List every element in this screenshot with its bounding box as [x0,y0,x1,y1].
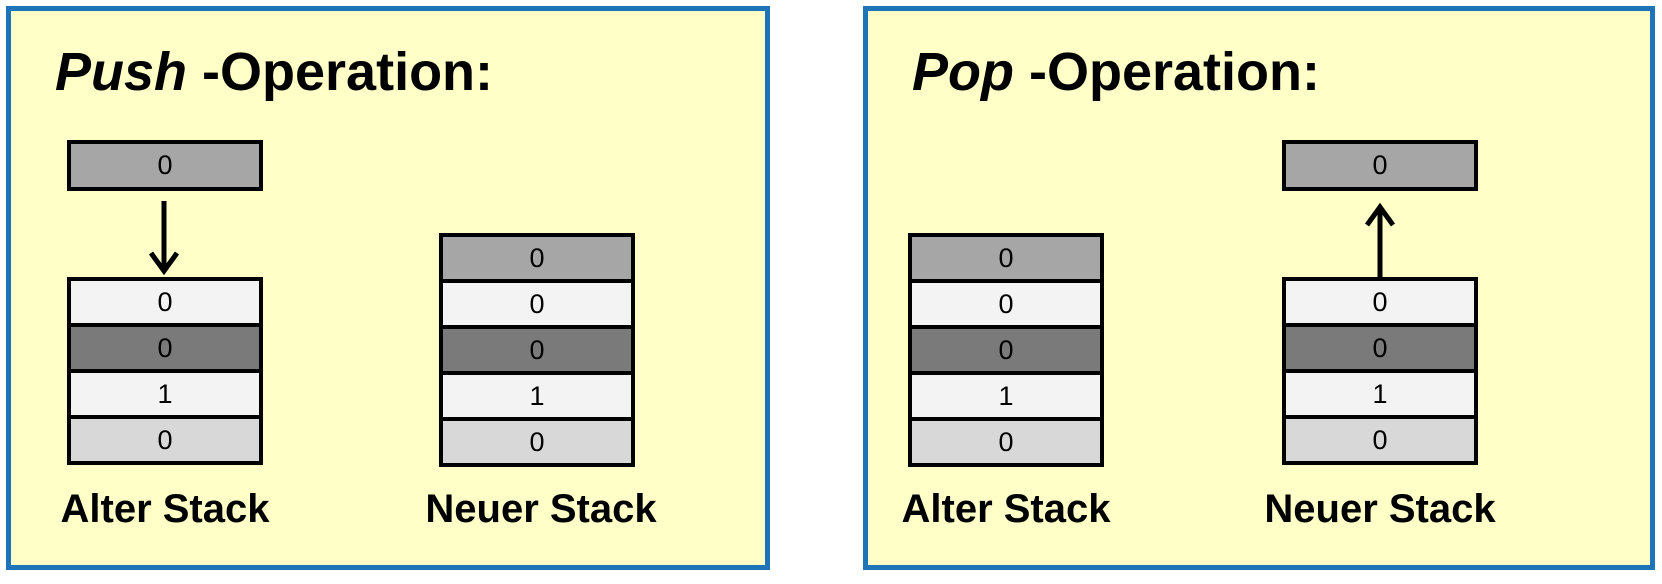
pop-up-arrow-icon [1364,202,1396,277]
stack-cell: 0 [439,421,635,467]
pop-panel: Pop -Operation: 0 0 0 1 0 0 0 0 1 0 Alte… [863,6,1655,570]
push-incoming-cell: 0 [67,140,263,191]
stack-cell: 0 [908,421,1104,467]
pop-new-stack: 0 0 1 0 [1282,277,1478,465]
pop-outgoing-cell: 0 [1282,140,1478,191]
pop-new-stack-label: Neuer Stack [1264,487,1496,531]
pop-old-stack-label: Alter Stack [901,487,1111,531]
stack-cell: 0 [908,329,1104,375]
stack-cell: 1 [67,373,263,419]
stack-cell: 0 [67,327,263,373]
push-new-stack: 0 0 0 1 0 [439,233,635,467]
stack-cell: 0 [908,283,1104,329]
push-old-stack-label: Alter Stack [60,487,270,531]
push-title-rest: -Operation: [187,42,494,102]
stack-cell: 0 [1282,277,1478,327]
stack-cell: 0 [439,233,635,283]
push-new-stack-label: Neuer Stack [425,487,657,531]
stack-cell: 0 [67,419,263,465]
push-title: Push -Operation: [55,45,493,99]
push-panel: Push -Operation: 0 0 0 1 0 0 0 0 1 0 Alt… [6,6,770,570]
stack-cell: 0 [67,277,263,327]
push-old-stack: 0 0 1 0 [67,277,263,465]
stack-cell: 0 [439,329,635,375]
stack-cell: 0 [1282,327,1478,373]
push-title-keyword: Push [55,42,188,102]
stack-cell: 0 [439,283,635,329]
stack-cell: 0 [1282,419,1478,465]
stack-cell: 1 [1282,373,1478,419]
pop-title: Pop -Operation: [912,45,1320,99]
push-down-arrow-icon [148,201,180,276]
pop-title-rest: -Operation: [1014,42,1320,102]
stack-cell: 1 [439,375,635,421]
pop-title-keyword: Pop [912,42,1014,102]
stack-cell: 1 [908,375,1104,421]
pop-old-stack: 0 0 0 1 0 [908,233,1104,467]
stack-cell: 0 [908,233,1104,283]
